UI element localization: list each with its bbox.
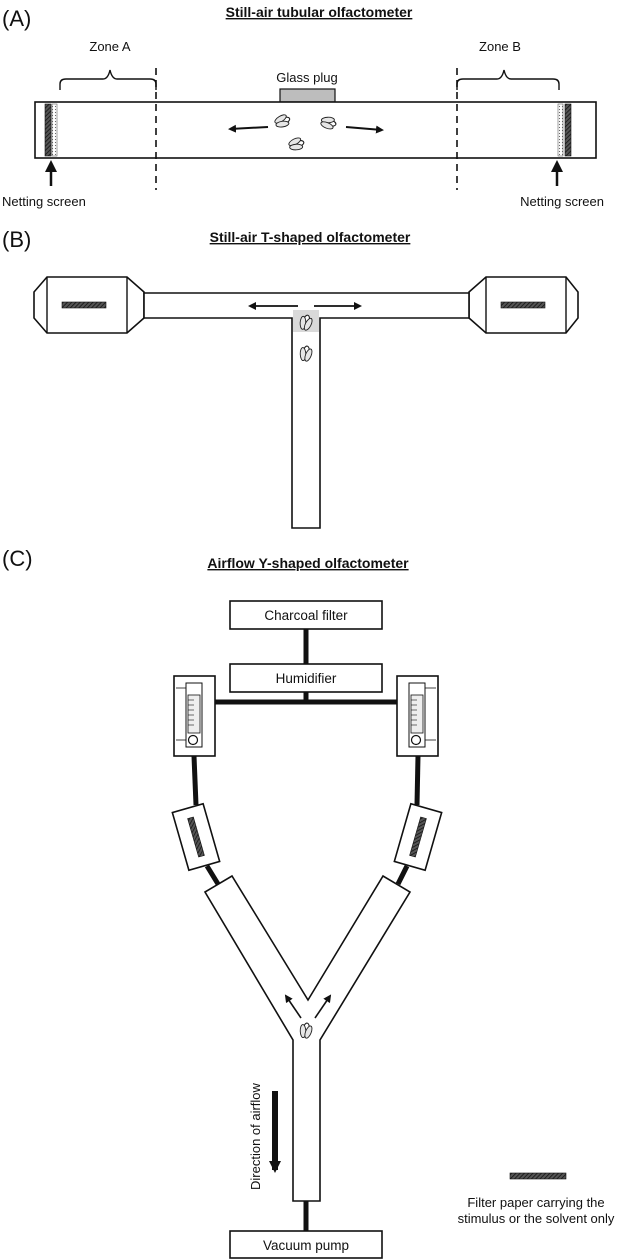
panel-c-label: (C) (2, 546, 33, 571)
filter-paper-b-left (61, 301, 107, 309)
hose-right-arm (395, 864, 410, 886)
panel-a-label: (A) (2, 6, 31, 31)
humidifier-label: Humidifier (276, 671, 337, 686)
airflow-label: Direction of airflow (248, 1082, 263, 1190)
odour-chamber-right[interactable] (393, 802, 443, 872)
hose-left-arm (204, 864, 221, 886)
netting-screen-left-label: Netting screen (2, 194, 86, 209)
zone-b-label: Zone B (479, 39, 521, 54)
zone-b-brace (456, 69, 560, 90)
arrow-left-c (284, 994, 302, 1019)
filter-paper-b-right (500, 301, 546, 309)
vacuum-pump-label: Vacuum pump (263, 1238, 349, 1253)
humidifier-box[interactable] (229, 663, 383, 693)
legend-filter-paper-swatch (509, 1172, 567, 1180)
arrow-right-a (345, 125, 384, 134)
filter-paper-left (44, 103, 52, 157)
glass-plug (279, 88, 336, 103)
arrow-left-a (228, 124, 269, 133)
netting-screen-left (51, 103, 58, 157)
panel-c: (C) Airflow Y-shaped olfactometer Charco… (2, 546, 615, 1259)
hose-right-flowmeter (414, 755, 421, 806)
netting-screen-right (557, 103, 564, 157)
charcoal-filter-label: Charcoal filter (264, 608, 348, 623)
odour-chamber-left[interactable] (171, 802, 221, 872)
hose-left-flowmeter (191, 755, 199, 806)
t-shaped-tube (143, 292, 470, 529)
flowmeter-left[interactable] (173, 675, 216, 757)
panel-b-label: (B) (2, 227, 31, 252)
zone-a-brace (59, 69, 157, 90)
netting-screen-right-label: Netting screen (520, 194, 604, 209)
legend-line-1: Filter paper carrying the (467, 1195, 604, 1210)
tubular-olfactometer-tube (34, 101, 597, 159)
legend-line-2: stimulus or the solvent only (458, 1211, 615, 1226)
panel-a-title: Still-air tubular olfactometer (226, 4, 413, 20)
zone-a-label: Zone A (89, 39, 131, 54)
arrow-right-c (314, 994, 332, 1019)
charcoal-filter-box[interactable] (229, 600, 383, 630)
flowmeter-right[interactable] (396, 675, 439, 757)
glass-plug-label: Glass plug (276, 70, 337, 85)
panel-a: (A) Still-air tubular olfactometer Zone … (2, 4, 604, 209)
filter-paper-right (564, 103, 572, 157)
panel-b: (B) Still-air T-shaped olfactometer (2, 227, 579, 529)
vacuum-pump-box[interactable] (229, 1230, 383, 1259)
panel-c-title: Airflow Y-shaped olfactometer (207, 555, 409, 571)
panel-b-title: Still-air T-shaped olfactometer (210, 229, 411, 245)
